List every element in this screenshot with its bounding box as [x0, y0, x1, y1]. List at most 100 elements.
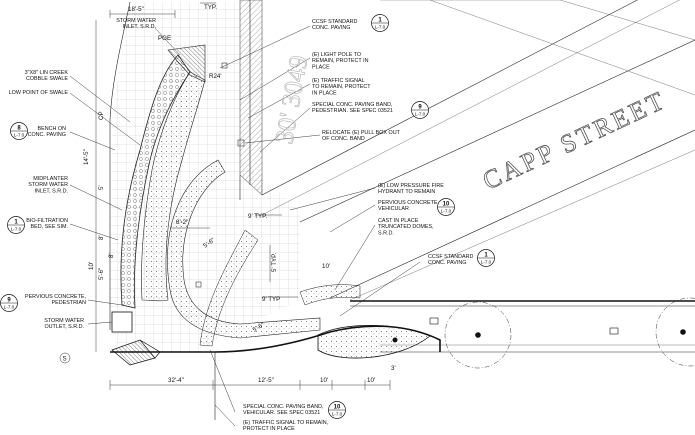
note-line: TRUNCATED DOMES, — [378, 224, 434, 230]
note-line: 3"X8" LIN CREEK — [25, 70, 69, 76]
corner-curb — [110, 325, 441, 353]
bubble-sheet: L-7.0 — [481, 260, 492, 265]
note-line: VEHICULAR — [378, 206, 409, 212]
dim-left-5b: 5'-6" — [98, 268, 105, 280]
note-paving-band-ped: SPECIAL CONC. PAVING BAND,PEDESTRIAN. SE… — [312, 102, 393, 114]
bubble-number: 9 — [418, 104, 422, 110]
note-line: VEHICULAR. SEE SPEC 03521 — [243, 410, 320, 416]
storm-outlet — [111, 311, 161, 366]
leader-lines — [69, 25, 421, 427]
benches — [195, 62, 619, 335]
dim-top-width: 18'-5" — [128, 6, 144, 13]
note-line: CCSF STANDARD — [428, 254, 474, 260]
bubble-sheet: L-7.0 — [375, 25, 386, 30]
bubble-number: 10 — [334, 404, 341, 410]
note-paving-band-veh: SPECIAL CONC. PAVING BAND,VEHICULAR. SEE… — [243, 404, 324, 416]
bubble-number: 9 — [7, 297, 11, 303]
note-low-point: LOW POINT OF SWALE — [9, 90, 69, 96]
dim-left-5a: 5' — [98, 185, 105, 190]
note-line: STORM WATER — [44, 318, 84, 324]
building-hatch — [239, 0, 263, 196]
bubble-sheet: L-7.0 — [441, 209, 452, 214]
dim-left-14: 14'-5" — [83, 149, 90, 165]
note-line: PERVIOUS CONCRETE, — [25, 294, 87, 300]
bubble-sheet: L-7.0 — [4, 305, 15, 310]
note-line: (E) TRAFFIC SIGNAL TO REMAIN, — [243, 420, 329, 426]
note-line: PEDESTRIAN. SEE SPEC 03521 — [312, 108, 393, 114]
note-pervious-pedestrian: PERVIOUS CONCRETE,PEDESTRIAN — [25, 294, 87, 306]
bio-filtration-bed — [120, 54, 191, 309]
detail-bubble-b-ccsf-right: 1L-7.0 — [477, 249, 495, 267]
dim-left-8: 8' — [98, 235, 105, 240]
dim-left-cp: CP — [98, 111, 105, 120]
cobble-swale — [167, 44, 206, 83]
note-line: COBBLE SWALE — [26, 76, 68, 82]
note-line: SPECIAL CONC. PAVING BAND, — [243, 404, 324, 410]
bubble-number: 1 — [378, 17, 382, 23]
note-line: BED, SEE SIM. — [31, 224, 68, 230]
note-line: CONC. PAVING — [28, 132, 66, 138]
label-circle-s: S — [63, 356, 67, 363]
planter-inner — [141, 71, 206, 302]
label-r24: R24' — [209, 73, 222, 80]
dim-left-8b: 8' — [108, 253, 115, 258]
note-line: (E) TRAFFIC SIGNAL — [312, 78, 365, 84]
note-line: BIO-FILTRATION — [26, 218, 68, 224]
sidewalk-curb — [350, 300, 695, 353]
dim-typ-top: TYP. — [204, 4, 217, 11]
bubble-number: 10 — [443, 201, 450, 207]
note-line: LOW POINT OF SWALE — [9, 90, 69, 96]
detail-bubble-b-pervious-ped: 9L-7.0 — [0, 294, 18, 312]
dim-bottom-32: 32'-4" — [168, 377, 184, 384]
street-lines — [261, 0, 695, 301]
note-line: BENCH ON — [38, 126, 67, 132]
note-line: S.R.D. — [378, 230, 394, 236]
note-line: OUTLET, S.R.D. — [44, 324, 84, 330]
detail-bubble-b-ccsf-top: 1L-7.0 — [371, 14, 389, 32]
note-line: PEDESTRIAN — [52, 300, 87, 306]
paving-band-curve — [167, 159, 321, 339]
dim-nine-typ-b: 9' TYP — [262, 296, 280, 303]
note-line: CONC. PAVING — [428, 260, 466, 266]
note-line: IN PLACE — [312, 90, 337, 96]
bubble-sheet: L-7.0 — [11, 227, 22, 232]
dim-ten-mid: 10' — [322, 263, 330, 270]
note-line: CAST IN PLACE — [378, 218, 419, 224]
dim-bottom-10a: 10' — [320, 377, 328, 384]
detail-bubble-b-bench: 8L-7.0 — [10, 122, 28, 140]
bubble-number: 1 — [484, 252, 488, 258]
fire-hydrant-mark — [392, 337, 398, 343]
dimension-lines — [95, 2, 391, 390]
bubble-number: 8 — [17, 125, 21, 131]
note-line: TO REMAIN, PROTECT — [312, 84, 371, 90]
curb-back — [109, 1, 131, 330]
note-line: PLACE — [312, 64, 330, 70]
note-line: PERVIOUS CONCRETE, — [378, 200, 440, 206]
dim-eight-two: 8'-2" — [176, 219, 188, 226]
note-line: REMAIN, PROTECT IN — [312, 58, 369, 64]
dim-bottom-3: 3' — [391, 365, 396, 372]
note-line: OF CONC. BAND — [322, 136, 365, 142]
note-line: (E) LIGHT POLE TO — [312, 52, 361, 58]
street-name: CAPP STREET — [478, 85, 671, 195]
note-line: CONC. PAVING — [312, 25, 350, 31]
note-line: HYDRANT TO REMAIN — [378, 189, 435, 195]
note-line: PROTECT IN PLACE — [243, 426, 295, 432]
detail-bubble-b-band-ped: 9L-7.0 — [411, 101, 429, 119]
dim-bottom-10b: 10' — [367, 377, 375, 384]
note-line: CCSF STANDARD — [312, 19, 358, 25]
detail-bubbles-layer: 1L-7.09L-7.08L-7.01L-7.09L-7.010L-7.01L-… — [0, 14, 495, 419]
note-traffic-signal-bottom: (E) TRAFFIC SIGNAL TO REMAIN,PROTECT IN … — [243, 420, 329, 432]
pervious-band-right — [299, 284, 361, 306]
dim-left-10: 10' — [88, 262, 95, 270]
